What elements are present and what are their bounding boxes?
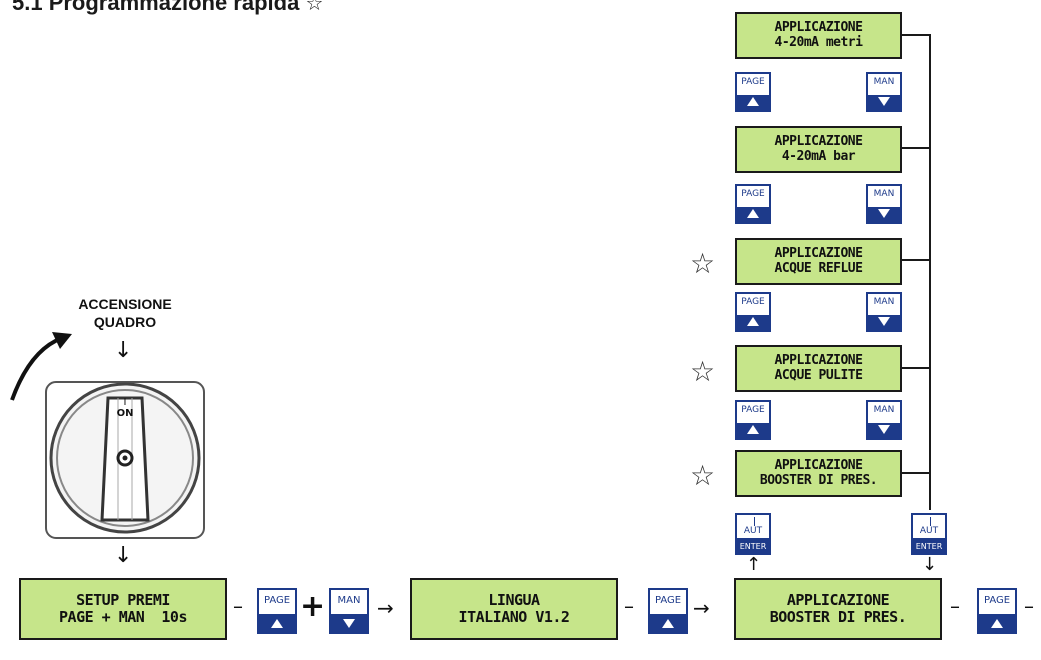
lcd-option-4-20ma-bar: APPLICAZIONE 4-20mA bar	[735, 126, 902, 173]
lcd-setup-line2: PAGE + MAN 10s	[59, 608, 187, 626]
man-key[interactable]: MAN	[866, 184, 902, 224]
rotate-arrow-head-icon	[52, 332, 72, 349]
dash-separator: –	[233, 594, 243, 618]
bracket-line-top	[902, 34, 931, 510]
dash-separator: –	[950, 594, 960, 618]
page-key[interactable]: PAGE	[648, 588, 688, 634]
star-icon: ☆	[690, 459, 716, 492]
switch-on-bar: I	[123, 397, 127, 408]
up-arrow-icon	[747, 425, 759, 434]
lcd-option-line2: BOOSTER DI PRES.	[759, 472, 878, 488]
down-arrow-icon	[878, 209, 890, 218]
switch-on-label: I ON	[115, 397, 135, 419]
switch-caption-line1: ACCENSIONE	[78, 296, 172, 312]
page-key[interactable]: PAGE	[977, 588, 1017, 634]
title-text: 5.1 Programmazione rapida	[12, 0, 300, 15]
man-key[interactable]: MAN	[866, 292, 902, 332]
enter-key-label: ENTER	[739, 542, 767, 551]
arrow-down-from-switch-icon: ↓	[114, 543, 133, 568]
down-arrow-icon	[878, 97, 890, 106]
down-arrow-icon	[878, 425, 890, 434]
arrow-down-to-switch-icon: ↓	[114, 338, 133, 363]
arrow-right-icon: →	[693, 596, 710, 620]
page-key[interactable]: PAGE	[735, 184, 771, 224]
main-switch-icon	[45, 381, 205, 539]
lcd-option-line1: APPLICAZIONE	[774, 245, 863, 261]
lcd-lingua-screen: LINGUA ITALIANO V1.2	[410, 578, 618, 640]
aut-key-label: AUT	[743, 526, 763, 536]
lcd-applicazione-screen: APPLICAZIONE BOOSTER DI PRES.	[734, 578, 942, 640]
up-arrow-icon	[662, 619, 674, 628]
page-key-label: PAGE	[741, 77, 765, 87]
dash-separator: –	[1024, 594, 1034, 618]
up-arrow-icon	[747, 209, 759, 218]
lcd-lingua-line1: LINGUA	[488, 590, 540, 609]
aut-enter-key[interactable]: AUT ENTER	[911, 513, 947, 555]
arrow-right-icon: →	[377, 596, 394, 620]
star-icon: ☆	[690, 247, 716, 280]
page-key-label: PAGE	[741, 405, 765, 415]
lcd-option-acque-reflue: APPLICAZIONE ACQUE REFLUE	[735, 238, 902, 285]
star-icon: ☆	[690, 355, 716, 388]
lcd-applicazione-line1: APPLICAZIONE	[786, 590, 890, 609]
up-arrow-icon	[747, 317, 759, 326]
plus-icon: +	[300, 589, 326, 624]
page-key-label: PAGE	[263, 595, 291, 606]
up-arrow-icon	[991, 619, 1003, 628]
switch-caption: ACCENSIONE QUADRO	[40, 296, 210, 331]
page-key[interactable]: PAGE	[735, 72, 771, 112]
lcd-option-line2: 4-20mA bar	[781, 148, 856, 164]
man-key-label: MAN	[873, 77, 895, 87]
lcd-option-booster-di-pres: APPLICAZIONE BOOSTER DI PRES.	[735, 450, 902, 497]
title-star-icon: ☆	[305, 0, 324, 15]
lcd-option-line1: APPLICAZIONE	[774, 457, 863, 473]
lcd-option-line1: APPLICAZIONE	[774, 352, 863, 368]
page-key[interactable]: PAGE	[735, 400, 771, 440]
man-key-label: MAN	[873, 297, 895, 307]
page-key[interactable]: PAGE	[257, 588, 297, 634]
lcd-option-line2: ACQUE REFLUE	[774, 260, 863, 276]
enter-key-label: ENTER	[915, 542, 943, 551]
lcd-setup-screen: SETUP PREMI PAGE + MAN 10s	[19, 578, 227, 640]
down-arrow-icon	[878, 317, 890, 326]
lcd-option-4-20ma-metri: APPLICAZIONE 4-20mA metri	[735, 12, 902, 59]
page-key-label: PAGE	[741, 297, 765, 307]
up-arrow-icon	[747, 97, 759, 106]
aut-enter-key[interactable]: AUT ENTER	[735, 513, 771, 555]
man-key[interactable]: MAN	[866, 400, 902, 440]
aut-key-label: AUT	[919, 526, 939, 536]
lcd-applicazione-line2: BOOSTER DI PRES.	[769, 608, 907, 626]
page-key[interactable]: PAGE	[735, 292, 771, 332]
switch-caption-line2: QUADRO	[93, 313, 157, 330]
lcd-option-acque-pulite: APPLICAZIONE ACQUE PULITE	[735, 345, 902, 392]
arrow-down-icon: ↓	[922, 554, 938, 575]
page-key-label: PAGE	[741, 189, 765, 199]
main-switch[interactable]: I ON	[44, 380, 206, 540]
page-key-label: PAGE	[654, 595, 682, 606]
page-key-label: PAGE	[983, 595, 1011, 606]
man-key-label: MAN	[873, 405, 895, 415]
man-key-label: MAN	[337, 595, 361, 606]
lcd-option-line1: APPLICAZIONE	[774, 133, 863, 149]
man-key[interactable]: MAN	[329, 588, 369, 634]
lcd-option-line2: 4-20mA metri	[774, 34, 863, 50]
up-arrow-icon	[271, 619, 283, 628]
switch-on-text: ON	[116, 407, 134, 419]
lcd-lingua-line2: ITALIANO V1.2	[458, 608, 570, 626]
lcd-setup-line1: SETUP PREMI	[76, 590, 170, 609]
down-arrow-icon	[343, 619, 355, 628]
lcd-option-line2: ACQUE PULITE	[774, 367, 863, 383]
dash-separator: –	[624, 594, 634, 618]
page-title: 5.1 Programmazione rapida ☆	[12, 0, 323, 16]
lcd-option-line1: APPLICAZIONE	[774, 19, 863, 35]
man-key-label: MAN	[873, 189, 895, 199]
rotate-arrow-curve	[10, 336, 63, 401]
man-key[interactable]: MAN	[866, 72, 902, 112]
arrow-up-icon: ↑	[746, 554, 762, 575]
